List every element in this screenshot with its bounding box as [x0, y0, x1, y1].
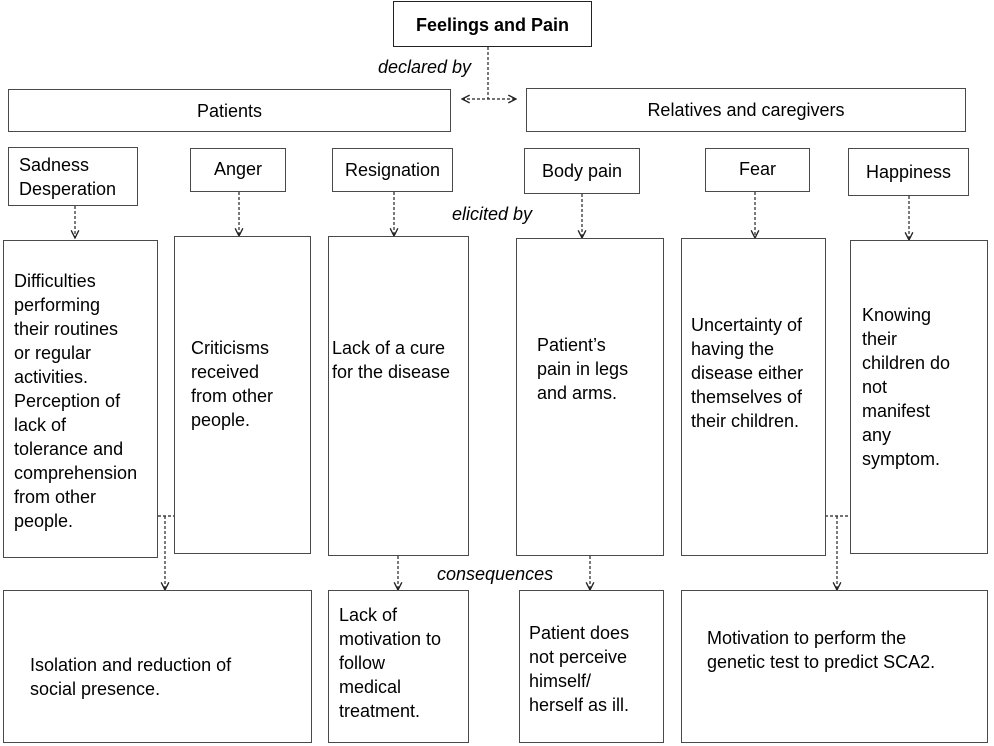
cause-sadness-box: Difficulties performing their routines o… — [3, 240, 158, 558]
feeling-resignation-box: Resignation — [332, 148, 453, 192]
consequence-motivation-lack-text: Lack of motivation to follow medical tre… — [339, 605, 442, 721]
cause-fear-box: Uncertainty of having the disease either… — [681, 238, 826, 556]
consequence-not-ill-box: Patient does not perceive himself/ herse… — [519, 590, 664, 743]
cause-happiness-box: Knowing their children do not manifest a… — [850, 240, 988, 554]
feeling-happiness-box: Happiness — [848, 148, 969, 196]
feeling-sadness-box: Sadness Desperation — [8, 147, 138, 206]
cause-sadness-text: Difficulties performing their routines o… — [14, 271, 138, 531]
relatives-label: Relatives and caregivers — [647, 100, 845, 120]
patients-box: Patients — [8, 89, 451, 132]
feeling-anger-label: Anger — [213, 159, 263, 179]
consequence-not-ill-text: Patient does not perceive himself/ herse… — [529, 623, 630, 715]
cause-resignation-box: Lack of a cure for the disease — [328, 236, 469, 556]
title-box: Feelings and Pain — [393, 1, 592, 47]
cause-happiness-text: Knowing their children do not manifest a… — [862, 305, 951, 469]
feeling-happiness-label: Happiness — [865, 162, 952, 182]
consequence-genetic-test-text: Motivation to perform the genetic test t… — [707, 628, 936, 672]
consequence-isolation-text: Isolation and reduction of social presen… — [30, 655, 232, 699]
feeling-body-pain-box: Body pain — [524, 148, 640, 194]
elicited-by-label: elicited by — [452, 204, 533, 224]
patients-label: Patients — [196, 101, 263, 121]
consequence-motivation-lack-box: Lack of motivation to follow medical tre… — [328, 590, 469, 743]
cause-body-pain-box: Patient’s pain in legs and arms. — [516, 238, 664, 556]
cause-fear-text: Uncertainty of having the disease either… — [691, 315, 804, 431]
consequence-genetic-test-box: Motivation to perform the genetic test t… — [681, 590, 988, 743]
cause-anger-box: Criticisms received from other people. — [174, 236, 311, 554]
relatives-box: Relatives and caregivers — [526, 88, 966, 132]
feeling-body-pain-label: Body pain — [541, 161, 623, 181]
feeling-fear-label: Fear — [738, 159, 776, 179]
consequences-label: consequences — [437, 564, 554, 584]
declared-by-label: declared by — [378, 57, 472, 77]
cause-resignation-text: Lack of a cure for the disease — [332, 338, 451, 382]
cause-body-pain-text: Patient’s pain in legs and arms. — [537, 335, 629, 403]
feeling-fear-box: Fear — [705, 148, 810, 192]
feeling-anger-box: Anger — [190, 148, 286, 192]
consequence-isolation-box: Isolation and reduction of social presen… — [3, 590, 312, 743]
title-text: Feelings and Pain — [415, 15, 570, 35]
feeling-resignation-label: Resignation — [344, 160, 441, 180]
cause-anger-text: Criticisms received from other people. — [191, 338, 274, 430]
feeling-sadness-label: Sadness Desperation — [19, 155, 117, 199]
